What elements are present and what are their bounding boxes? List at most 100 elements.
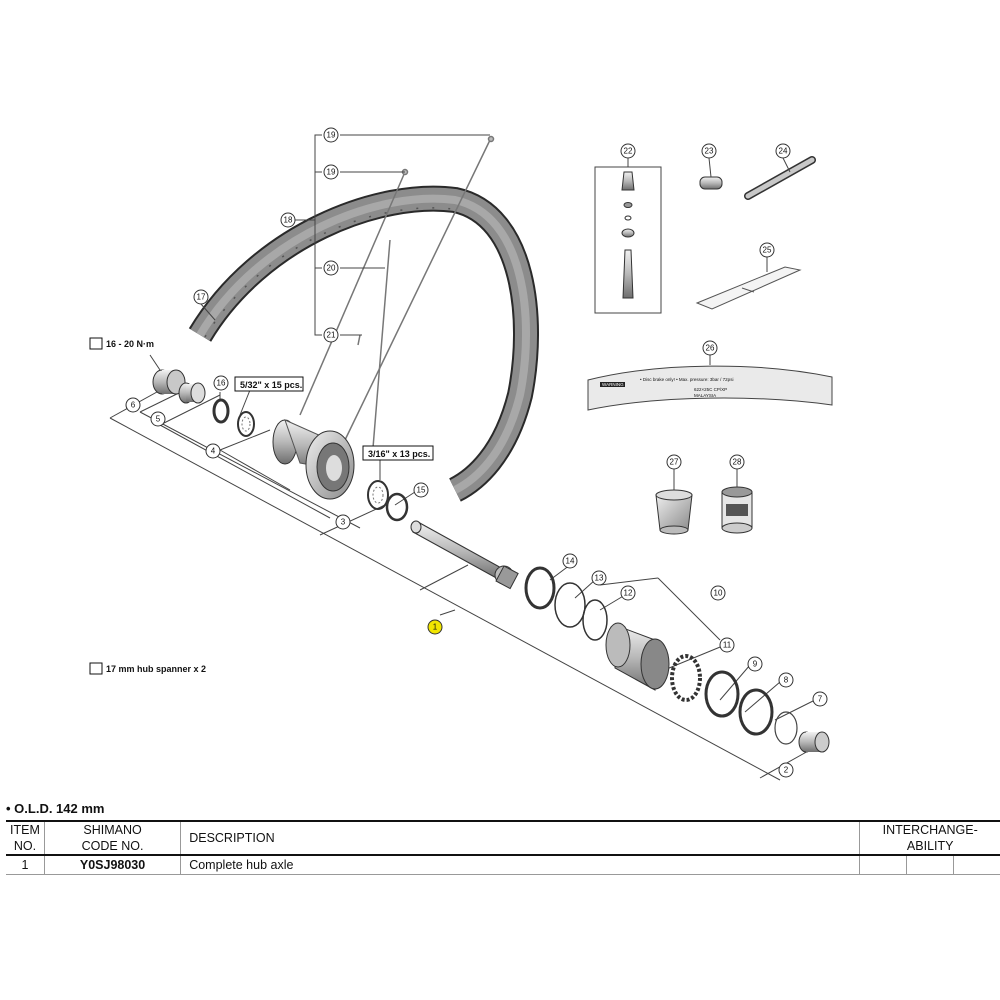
svg-text:6: 6: [131, 401, 136, 410]
cell-code: Y0SJ98030: [44, 855, 182, 875]
ball-note-large: 3/16" x 13 pcs.: [362, 445, 434, 461]
callout-3: 3: [335, 514, 351, 530]
grease-jar-28: [721, 486, 753, 534]
spoke-callout-bracket: [295, 134, 490, 336]
svg-text:19: 19: [327, 131, 336, 140]
callout-2: 2: [778, 762, 794, 778]
spanner-note-text: 17 mm hub spanner x 2: [106, 664, 206, 674]
svg-text:17: 17: [197, 293, 206, 302]
callout-27: 27: [666, 454, 682, 470]
callout-11: 11: [719, 637, 735, 653]
sticker-line3-text: MALAYSIA: [694, 393, 716, 398]
callout-21: 21: [323, 327, 339, 343]
svg-text:4: 4: [211, 447, 216, 456]
old-spec: • O.L.D. 142 mm: [6, 801, 105, 816]
callout-9: 9: [747, 656, 763, 672]
callout-10: 10: [710, 585, 726, 601]
svg-text:2: 2: [784, 766, 789, 775]
cell-interchange-2: [906, 855, 955, 875]
callout-15: 15: [413, 482, 429, 498]
callout-6: 6: [125, 397, 141, 413]
ring-14: [524, 566, 556, 610]
svg-text:13: 13: [595, 574, 604, 583]
cell-description: Complete hub axle: [180, 855, 861, 875]
axle: [410, 520, 519, 590]
table-row: 1 Y0SJ98030 Complete hub axle: [6, 855, 1000, 875]
spokes: [299, 135, 495, 461]
cell-interchange-3: [954, 855, 1000, 875]
hub-shell: [272, 419, 355, 500]
svg-text:7: 7: [818, 695, 823, 704]
svg-text:15: 15: [417, 486, 426, 495]
header-description: DESCRIPTION: [180, 821, 861, 855]
callout-4: 4: [205, 443, 221, 459]
spoke-wrench-24: [744, 156, 816, 200]
callout-22: 22: [620, 143, 636, 159]
rim: [188, 185, 540, 502]
callout-24: 24: [775, 143, 791, 159]
tubeless-valve-sleeve-27: [655, 489, 693, 535]
callout-28: 28: [729, 454, 745, 470]
cell-item: 1: [6, 855, 45, 875]
cone-5: [178, 382, 206, 404]
svg-text:11: 11: [723, 641, 732, 650]
callout-8: 8: [778, 672, 794, 688]
nipple-set-box: [594, 160, 662, 314]
seal-ring-15: [385, 492, 409, 522]
svg-text:28: 28: [733, 458, 742, 467]
callout-leaders: [200, 157, 791, 490]
svg-text:26: 26: [706, 344, 715, 353]
svg-text:3: 3: [341, 518, 346, 527]
callout-13: 13: [591, 570, 607, 586]
svg-text:20: 20: [327, 264, 336, 273]
svg-text:9: 9: [753, 660, 758, 669]
svg-text:8: 8: [784, 676, 789, 685]
ball-note-large-text: 3/16" x 13 pcs.: [368, 449, 430, 459]
ring-9: [704, 670, 740, 718]
svg-text:27: 27: [670, 458, 679, 467]
callout-26: 26: [702, 340, 718, 356]
dust-cap-16: [212, 398, 230, 424]
callout-18: 18: [280, 212, 296, 228]
svg-text:12: 12: [624, 589, 633, 598]
end-cap-2: [798, 731, 830, 753]
callout-16: 16: [213, 375, 229, 391]
sticker-line1-text: • Disc brake only! • Max. pressure: 3bar…: [640, 377, 733, 382]
exploded-parts-diagram: WARNING • Disc brake only! • Max. pressu…: [89, 127, 833, 781]
ball-retainer-small: [237, 411, 255, 437]
svg-text:1: 1: [433, 623, 438, 632]
header-interchangeability: INTERCHANGE-ABILITY: [882, 823, 978, 853]
callout-1: 1: [427, 619, 443, 635]
svg-text:24: 24: [779, 147, 788, 156]
ball-note-small-text: 5/32" x 15 pcs.: [240, 380, 302, 390]
svg-text:19: 19: [327, 168, 336, 177]
svg-text:18: 18: [284, 216, 293, 225]
torque-note: 16 - 20 N·m: [89, 337, 154, 350]
freehub-body: [605, 622, 702, 702]
callout-7: 7: [812, 691, 828, 707]
svg-text:23: 23: [705, 147, 714, 156]
rim-sticker-26: WARNING • Disc brake only! • Max. pressu…: [587, 355, 833, 411]
svg-text:5: 5: [156, 415, 161, 424]
callout-25: 25: [759, 242, 775, 258]
ball-note-small: 5/32" x 15 pcs.: [234, 376, 304, 392]
svg-text:14: 14: [566, 557, 575, 566]
callout-19-b: 19: [323, 164, 339, 180]
svg-text:21: 21: [327, 331, 336, 340]
callout-14: 14: [562, 553, 578, 569]
spanner-note: 17 mm hub spanner x 2: [89, 662, 206, 675]
svg-text:22: 22: [624, 147, 633, 156]
rim-tape-25: [695, 257, 802, 310]
callout-17: 17: [193, 289, 209, 305]
sticker-line2-text: 622×25C CP/XP: [694, 387, 727, 392]
sticker-warning-text: WARNING: [602, 382, 624, 387]
callout-12: 12: [620, 585, 636, 601]
callout-19-a: 19: [323, 127, 339, 143]
callout-20: 20: [323, 260, 339, 276]
svg-text:25: 25: [763, 246, 772, 255]
locknut-6: [152, 369, 186, 395]
